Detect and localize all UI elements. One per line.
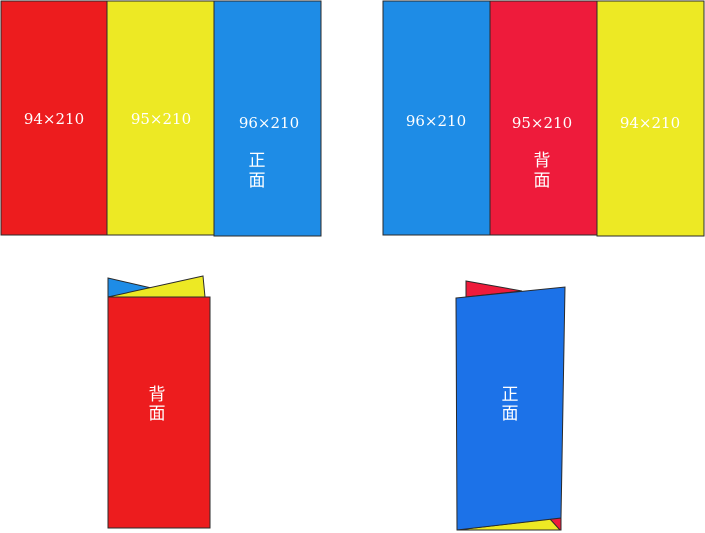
folded-back-char-1: 背 [149, 385, 166, 405]
folded-back-red-panel [107, 296, 211, 529]
front-panel-95 [106, 0, 215, 236]
back-panel-94 [596, 0, 705, 237]
front-panel-94-label: 94×210 [24, 110, 84, 128]
back-panel-95-label: 95×210 [512, 114, 572, 132]
back-panel-96-label: 96×210 [406, 112, 466, 130]
back-panel-94-label: 94×210 [620, 114, 680, 132]
front-panel-95-label: 95×210 [131, 110, 191, 128]
front-panel-96-label: 96×210 [239, 114, 299, 132]
front-panel-96 [213, 0, 322, 237]
back-panel-95 [489, 0, 598, 236]
front-side-char-1: 正 [249, 151, 266, 171]
back-layout: 96×210 95×210 94×210 背 面 [382, 0, 705, 237]
back-side-char-1: 背 [534, 151, 551, 171]
front-panel-94 [0, 0, 108, 236]
folded-front-char-1: 正 [502, 385, 519, 405]
folded-front-char-2: 面 [502, 404, 519, 424]
front-side-char-2: 面 [249, 171, 266, 191]
front-layout: 94×210 95×210 96×210 正 面 [0, 0, 322, 237]
folded-front-view: 正 面 [455, 280, 566, 531]
folded-front-blue-panel [455, 286, 566, 531]
back-panel-96 [382, 0, 491, 236]
back-side-char-2: 面 [534, 171, 551, 191]
folded-back-char-2: 面 [149, 404, 166, 424]
folded-back-view: 背 面 [107, 275, 211, 529]
